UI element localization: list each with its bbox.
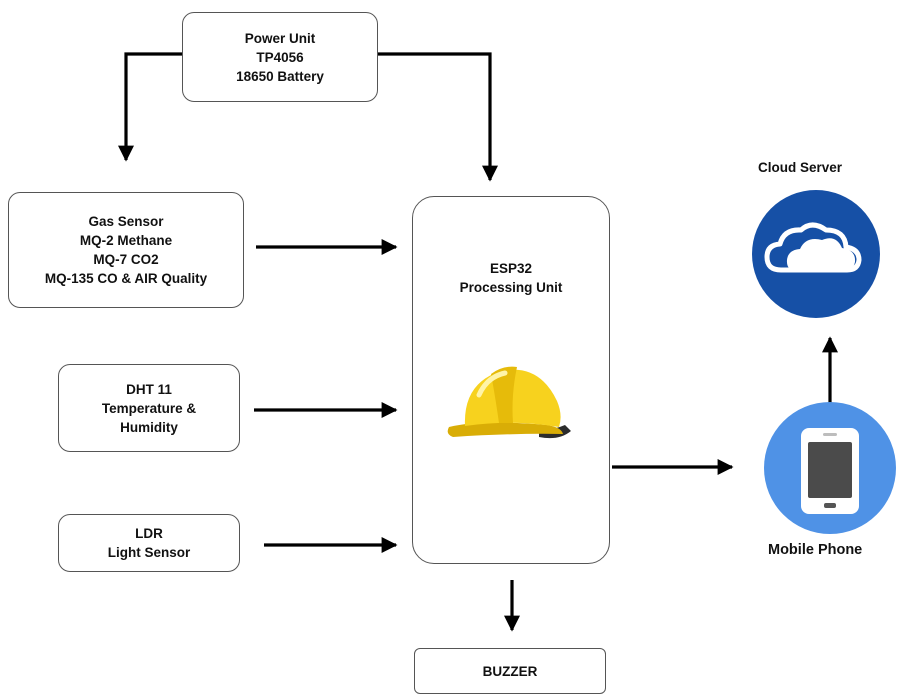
cloud-server-label: Cloud Server xyxy=(758,160,843,175)
buzzer-label: BUZZER xyxy=(482,663,538,679)
dht-sensor-box: DHT 11 Temperature & Humidity xyxy=(58,364,240,452)
gas-sensor-box: Gas Sensor MQ-2 Methane MQ-7 CO2 MQ-135 … xyxy=(8,192,244,308)
arrow-power-to-gas xyxy=(118,52,182,162)
dht-sensor-temperature: Temperature & xyxy=(101,400,197,416)
buzzer-box: BUZZER xyxy=(414,648,606,694)
gas-sensor-mq7: MQ-7 CO2 xyxy=(93,252,159,267)
power-unit-battery: 18650 Battery xyxy=(236,68,324,84)
gas-sensor-title: Gas Sensor xyxy=(88,214,164,229)
esp32-subtitle: Processing Unit xyxy=(459,280,563,295)
power-unit-box: Power Unit TP4056 18650 Battery xyxy=(182,12,378,102)
ldr-sensor-title: LDR xyxy=(135,526,163,541)
esp32-processing-box: ESP32 Processing Unit xyxy=(412,196,610,564)
gas-sensor-mq135: MQ-135 CO & AIR Quality xyxy=(44,271,208,286)
ldr-sensor-description: Light Sensor xyxy=(107,545,191,560)
dht-sensor-humidity: Humidity xyxy=(120,419,178,435)
dht-sensor-title: DHT 11 xyxy=(126,381,172,397)
hard-hat-icon xyxy=(447,366,571,439)
ldr-sensor-box: LDR Light Sensor xyxy=(58,514,240,572)
mobile-phone-label: Mobile Phone xyxy=(768,542,863,558)
arrow-power-to-esp xyxy=(378,52,498,182)
power-unit-charger: TP4056 xyxy=(256,49,304,65)
power-unit-title: Power Unit xyxy=(244,30,316,46)
gas-sensor-mq2: MQ-2 Methane xyxy=(79,233,173,248)
esp32-title: ESP32 xyxy=(489,261,533,276)
